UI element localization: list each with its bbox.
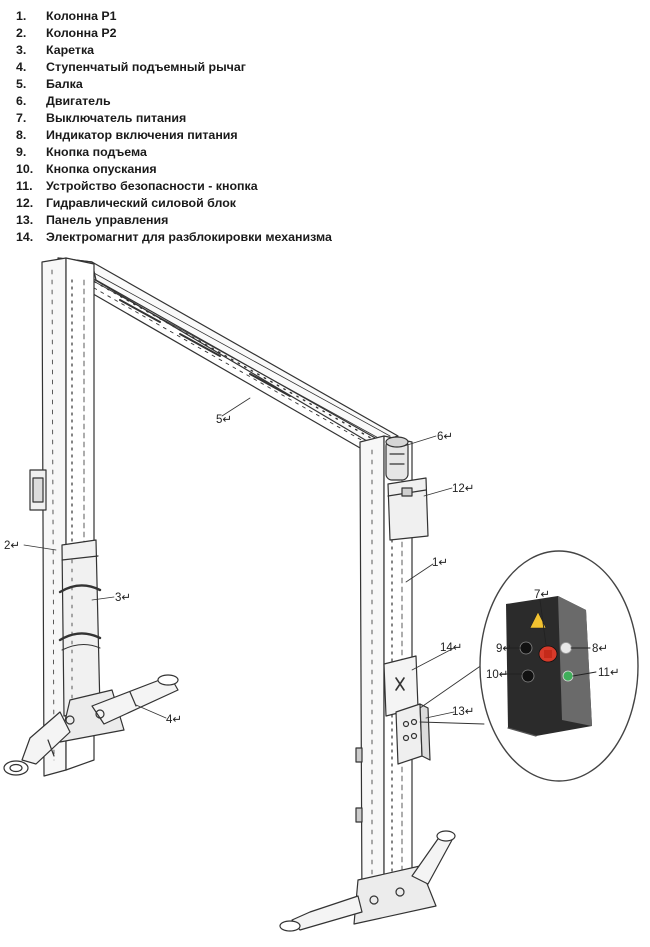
control-panel-zoom	[419, 550, 639, 782]
carriage	[58, 539, 102, 717]
legend-label: Кнопка опускания	[46, 162, 157, 176]
callout-12: 12↵	[452, 483, 474, 495]
left-lift-arms	[3, 674, 179, 776]
hydraulic-power-unit	[387, 477, 429, 541]
legend-number: 2.	[16, 26, 27, 40]
legend-number: 8.	[16, 128, 27, 142]
legend-number: 3.	[16, 43, 27, 57]
leader-lines	[23, 397, 455, 719]
legend-label: Ступенчатый подъемный рычаг	[46, 60, 246, 74]
legend-item: 14. Электромагнит для разблокировки механ…	[16, 229, 332, 246]
legend-label: Кнопка подъема	[46, 145, 147, 159]
legend-label: Электромагнит для разблокировки механизм…	[46, 230, 332, 244]
legend-item: 10. Кнопка опускания	[16, 161, 332, 178]
callout-9: 9↵	[496, 643, 512, 655]
legend-item: 2. Колонна Р2	[16, 25, 332, 42]
legend-item: 6. Двигатель	[16, 93, 332, 110]
legend-label: Панель управления	[46, 213, 169, 227]
legend-label: Гидравлический силовой блок	[46, 196, 236, 210]
legend-label: Балка	[46, 77, 83, 91]
legend-item: 8. Индикатор включения питания	[16, 127, 332, 144]
legend-number: 5.	[16, 77, 27, 91]
legend-label: Двигатель	[46, 94, 111, 108]
legend-number: 11.	[16, 179, 33, 193]
legend-item: 3. Каретка	[16, 42, 332, 59]
callout-5: 5↵	[216, 414, 232, 426]
legend-item: 5. Балка	[16, 76, 332, 93]
callout-13: 13↵	[452, 706, 474, 718]
lift-button-icon	[519, 641, 533, 655]
legend-number: 6.	[16, 94, 27, 108]
callout-6: 6↵	[437, 431, 453, 443]
legend-number: 1.	[16, 9, 27, 23]
callout-4: 4↵	[166, 714, 182, 726]
lower-button-icon	[521, 669, 535, 683]
legend-item: 7. Выключатель питания	[16, 110, 332, 127]
legend-item: 11. Устройство безопасности - кнопка	[16, 178, 332, 195]
legend-number: 13.	[16, 213, 34, 227]
right-lift-arms	[279, 830, 456, 932]
power-indicator-icon	[560, 642, 572, 654]
legend-label: Каретка	[46, 43, 95, 57]
component-legend: 1. Колонна Р1 2. Колонна Р2 3. Каретка 4. Ст…	[16, 8, 332, 246]
callout-14: 14↵	[440, 642, 462, 654]
legend-number: 7.	[16, 111, 27, 125]
callout-7: 7↵	[534, 589, 550, 601]
legend-item: 12. Гидравлический силовой блок	[16, 195, 332, 212]
callout-2: 2↵	[4, 540, 20, 552]
legend-label: Устройство безопасности - кнопка	[46, 179, 258, 193]
legend-item: 1. Колонна Р1	[16, 8, 332, 25]
legend-number: 9.	[16, 145, 27, 159]
legend-number: 12.	[16, 196, 34, 210]
column-p2	[29, 257, 95, 777]
legend-number: 14.	[16, 230, 34, 244]
legend-item: 4. Ступенчатый подъемный рычаг	[16, 59, 332, 76]
control-panel-box	[395, 703, 431, 765]
callout-3: 3↵	[115, 592, 131, 604]
legend-item: 9. Кнопка подъема	[16, 144, 332, 161]
motor	[385, 436, 409, 481]
callout-10: 10↵	[486, 669, 508, 681]
callout-labels: 2↵ 3↵ 4↵ 5↵ 6↵ 12↵ 1↵ 14↵ 13↵ 7↵ 9↵ 8↵ 1…	[4, 414, 620, 726]
legend-label: Индикатор включения питания	[46, 128, 238, 142]
legend-label: Выключатель питания	[46, 111, 187, 125]
safety-button-icon	[562, 670, 574, 682]
legend-number: 10.	[16, 162, 34, 176]
callout-1: 1↵	[432, 557, 448, 569]
legend-label: Колонна Р2	[46, 26, 117, 40]
legend-item: 13. Панель управления	[16, 212, 332, 229]
callout-8: 8↵	[592, 643, 608, 655]
legend-label: Колонна Р1	[46, 9, 117, 23]
callout-11: 11↵	[598, 667, 620, 679]
overhead-beam	[57, 257, 401, 457]
legend-number: 4.	[16, 60, 27, 74]
